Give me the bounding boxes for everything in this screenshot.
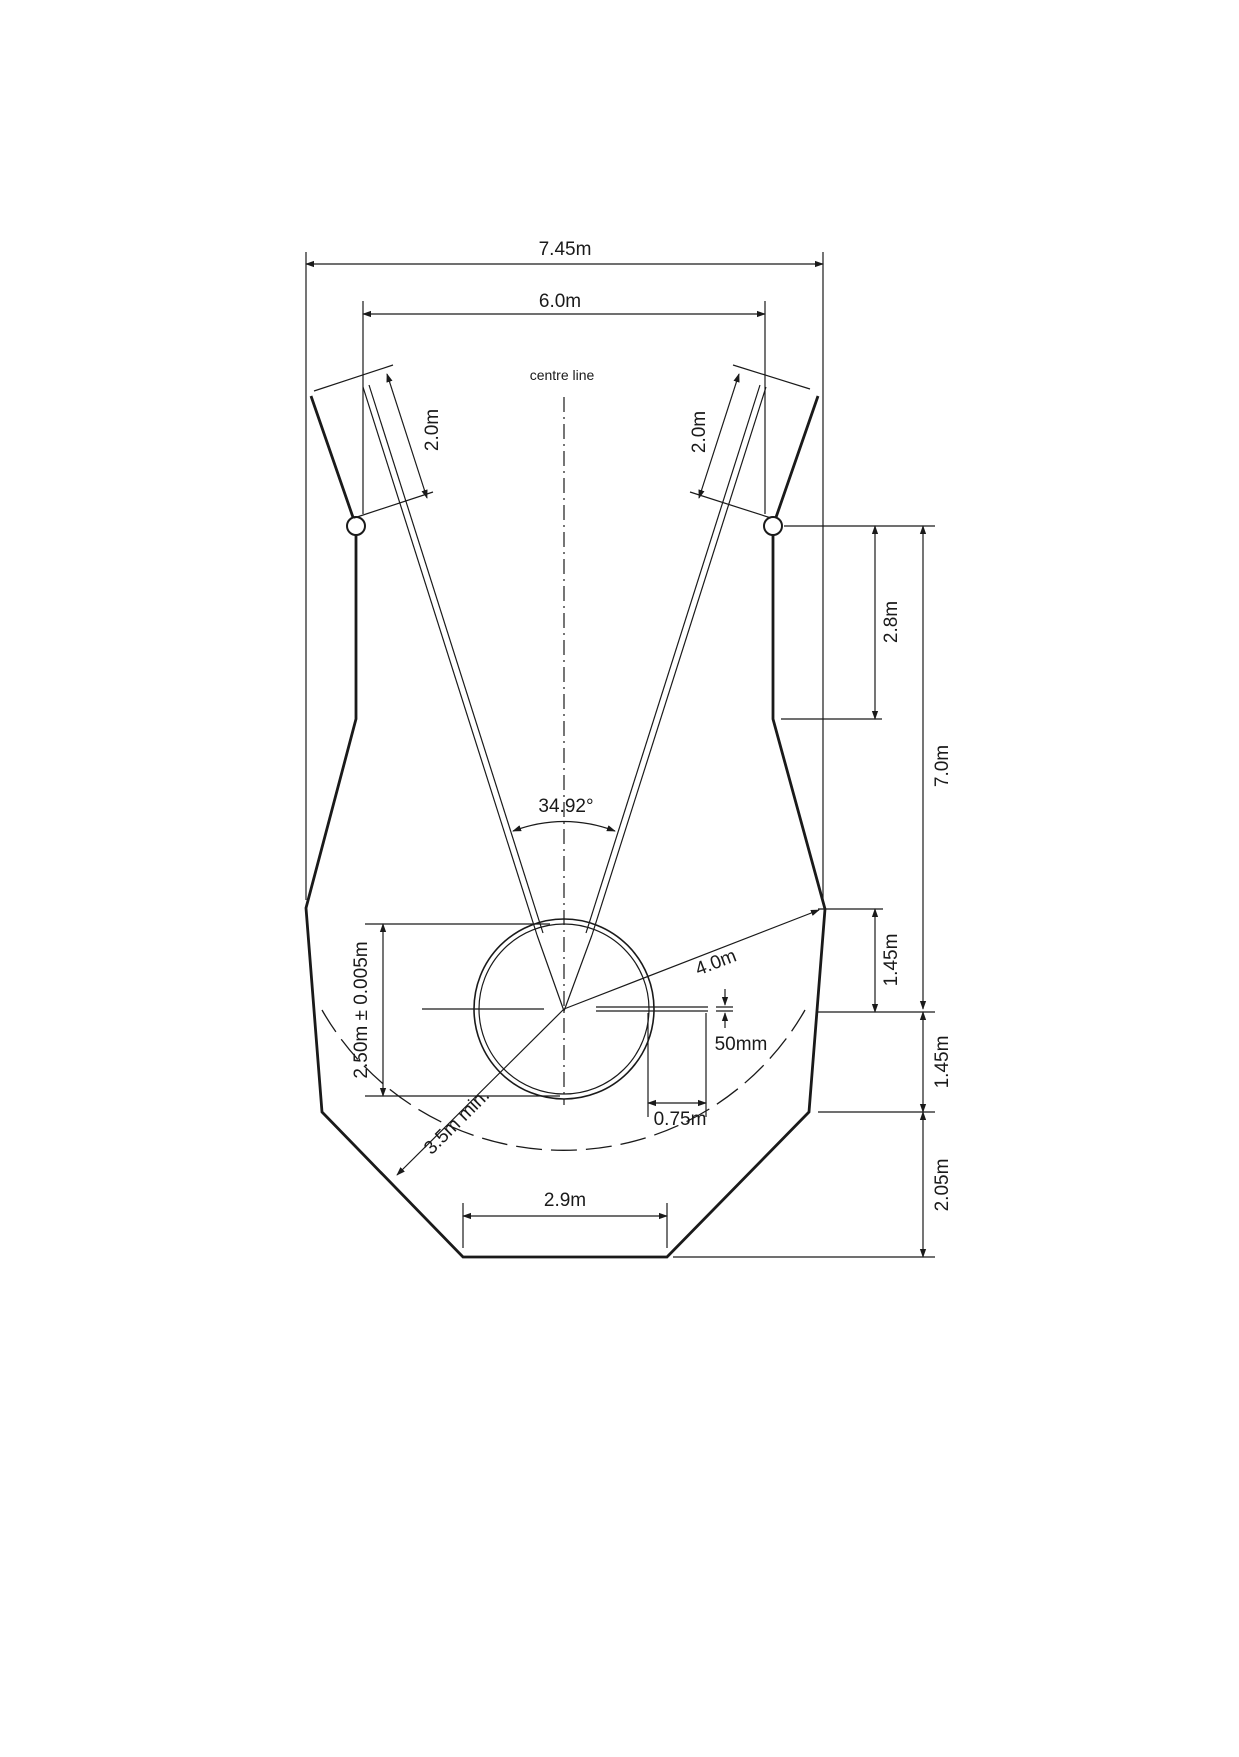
left-sector-line — [362, 384, 544, 936]
upper-offset-dimension — [818, 908, 935, 1013]
sector-angle-arc — [512, 820, 616, 832]
right-arm-dimension — [689, 364, 811, 519]
base-width-dimension — [462, 1203, 668, 1248]
side-gap-label: 2.8m — [881, 601, 902, 643]
lower-offset-label: 1.45m — [932, 1036, 953, 1089]
overall-width-dimension — [305, 252, 824, 900]
centre-line-label: centre line — [530, 367, 595, 383]
right-sector-ray — [563, 934, 593, 1012]
overall-width-label: 7.45m — [539, 239, 592, 260]
sector-width-label: 6.0m — [539, 291, 581, 312]
lower-offset-dimension — [818, 1011, 935, 1113]
safety-radius-arc — [321, 1009, 806, 1151]
circle-diameter-dimension — [365, 923, 560, 1097]
toe-board-dimension — [716, 989, 733, 1028]
board-length-label: 0.75m — [654, 1109, 707, 1130]
left-arm-label: 2.0m — [422, 409, 443, 451]
side-gap-dimension — [781, 525, 935, 720]
radius-4-dimension — [563, 909, 820, 1010]
right-hinge-post — [763, 516, 783, 536]
total-depth-label: 7.0m — [932, 745, 953, 787]
bottom-depth-dimension — [673, 1111, 935, 1258]
right-sector-line — [585, 384, 767, 936]
sector-width-dimension — [362, 301, 766, 514]
bottom-depth-label: 2.05m — [932, 1159, 953, 1212]
board-length-dimension — [647, 1013, 707, 1117]
radius-4-label: 4.0m — [693, 945, 740, 980]
left-sector-ray — [536, 934, 565, 1012]
left-hinge-post — [346, 516, 366, 536]
radius-min-dimension — [396, 1008, 565, 1176]
circle-diameter-label: 2.50m ± 0.005m — [351, 941, 372, 1078]
base-width-label: 2.9m — [544, 1190, 586, 1211]
left-arm-dimension — [313, 364, 434, 519]
toe-board-label: 50mm — [715, 1034, 768, 1055]
sector-angle-label: 34.92° — [538, 796, 593, 817]
cage-outline — [304, 395, 827, 1259]
right-arm-label: 2.0m — [689, 411, 710, 453]
upper-offset-label: 1.45m — [881, 934, 902, 987]
